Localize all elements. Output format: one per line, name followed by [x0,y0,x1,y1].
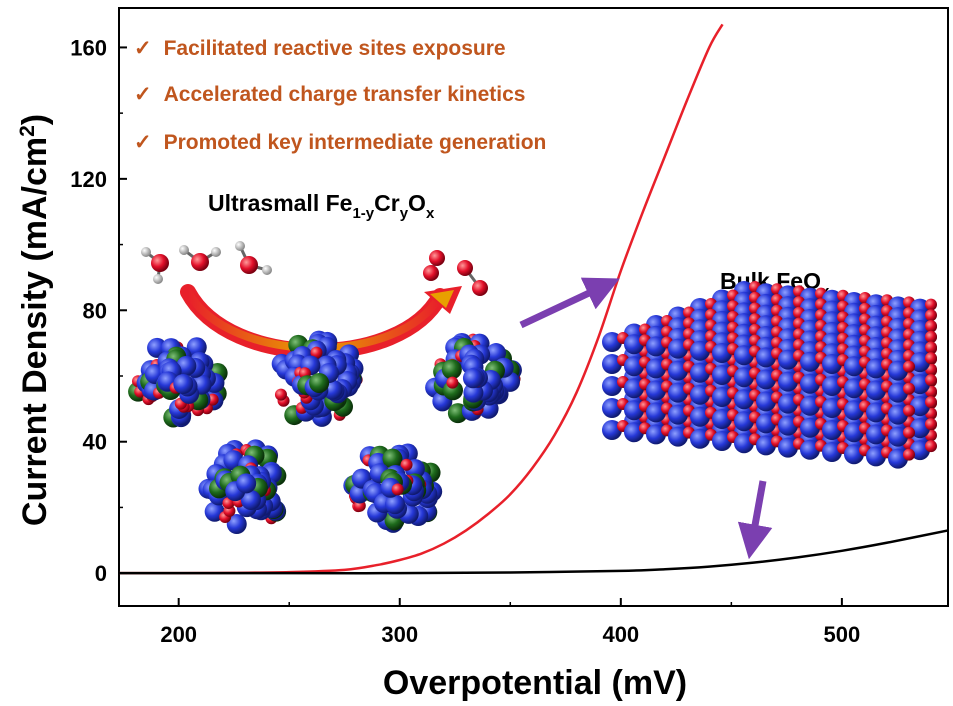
y-axis-title: Current Density (mA/cm2) [16,114,54,526]
x-tick-label: 200 [160,622,197,647]
y-tick-label: 120 [70,167,107,192]
bullet-1: ✓Facilitated reactive sites exposure [134,37,506,60]
x-axis-title: Overpotential (mV) [383,664,687,702]
bulk-slab-illustration [602,281,937,469]
pointer-arrow-bulk [737,480,773,560]
ultrasmall-curve [118,23,724,575]
purple-arrows [519,277,773,560]
nanocluster-icon [425,332,522,424]
y-tick-label: 40 [83,430,107,455]
x-tick-label: 400 [602,622,639,647]
bullet-3: ✓Promoted key intermediate generation [134,131,546,154]
x-tick-label: 300 [381,622,418,647]
axis-ticks: 200 300 400 500 0 40 80 120 160 [70,35,860,647]
x-tick-label: 500 [824,622,861,647]
pointer-arrow-ultrasmall [519,277,620,329]
nanocluster-illustrations [128,330,522,535]
bulk-curve [119,529,949,575]
water-molecules-icon [141,241,272,284]
bullet-list: ✓Facilitated reactive sites exposure ✓Ac… [134,37,546,154]
y-tick-label: 80 [83,298,107,323]
bullet-2: ✓Accelerated charge transfer kinetics [134,83,525,106]
nanocluster-icon [271,330,364,427]
nanocluster-icon [198,439,287,535]
ultrasmall-label: Ultrasmall Fe1-yCryOx [208,190,435,222]
y-tick-label: 0 [95,561,107,586]
curves [118,23,949,575]
nanocluster-icon [128,337,228,428]
nanocluster-icon [343,443,443,533]
plot-frame [118,7,949,607]
oxygen-molecules-icon [423,250,488,296]
y-tick-label: 160 [70,35,107,60]
